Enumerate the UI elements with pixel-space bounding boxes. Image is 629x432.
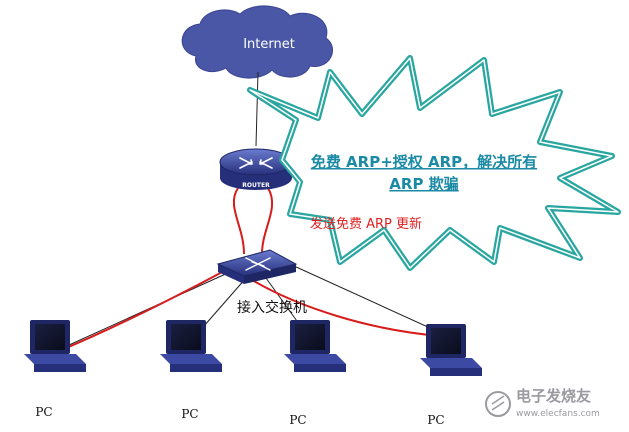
arp-arrow-to-pc-4	[251, 279, 442, 342]
watermark-title: 电子发烧友	[516, 387, 591, 405]
arp-arrow-router-switch-right	[261, 187, 274, 255]
switch-side	[218, 264, 244, 284]
watermark-url: www.elecfans.com	[516, 409, 600, 419]
router: ROUTER	[219, 148, 293, 190]
arp-arrow-to-pc-1	[50, 269, 227, 356]
pc-base	[420, 358, 482, 368]
pc-1	[24, 320, 86, 372]
pc-2-label: PC	[181, 407, 198, 421]
pc-4	[420, 324, 482, 376]
pc-base-front	[34, 364, 86, 372]
pc-screen	[171, 324, 201, 350]
arp-arrow-router-switch-left	[232, 187, 245, 255]
switch-label: 接入交换机	[237, 299, 307, 316]
watermark-logo-mark	[491, 395, 505, 411]
pc-1-label: PC	[35, 405, 52, 419]
pc-base	[284, 354, 346, 364]
switch-front	[244, 264, 296, 284]
cloud-shape	[181, 5, 333, 79]
pc-base	[24, 354, 86, 364]
link-switch-pc-4	[293, 265, 453, 339]
pc-3-label: PC	[289, 413, 306, 427]
link-switch-pc-1	[57, 271, 231, 351]
watermark: 电子发烧友 www.elecfans.com	[485, 387, 600, 419]
pc-base-front	[294, 364, 346, 372]
pc-base	[160, 354, 222, 364]
switch-arrows-icon	[245, 257, 271, 271]
pc-2	[160, 320, 222, 372]
arp-annotation: 发送免费 ARP 更新	[310, 216, 422, 232]
arp-arrows	[50, 187, 442, 356]
router-label: ROUTER	[242, 182, 270, 189]
pc-4-label: PC	[427, 413, 444, 427]
pc-screen	[295, 324, 325, 350]
watermark-logo-icon	[485, 391, 511, 417]
pc-base-front	[430, 368, 482, 376]
headline-line-1: 免费 ARP+授权 ARP，解决所有	[311, 153, 537, 171]
headline-line-2: ARP 欺骗	[389, 175, 458, 193]
pc-screen	[35, 324, 65, 350]
burst-inner-line	[249, 57, 619, 269]
internet-label: Internet	[243, 37, 295, 52]
pc-3	[284, 320, 346, 372]
link-cloud-router	[255, 71, 259, 147]
access-switch: 接入交换机	[216, 249, 307, 316]
pc-screen	[431, 328, 461, 354]
router-arrows-icon	[239, 157, 273, 169]
headline-burst: 免费 ARP+授权 ARP，解决所有 ARP 欺骗	[247, 55, 621, 271]
internet-cloud: Internet	[181, 5, 333, 79]
pc-base-front	[170, 364, 222, 372]
